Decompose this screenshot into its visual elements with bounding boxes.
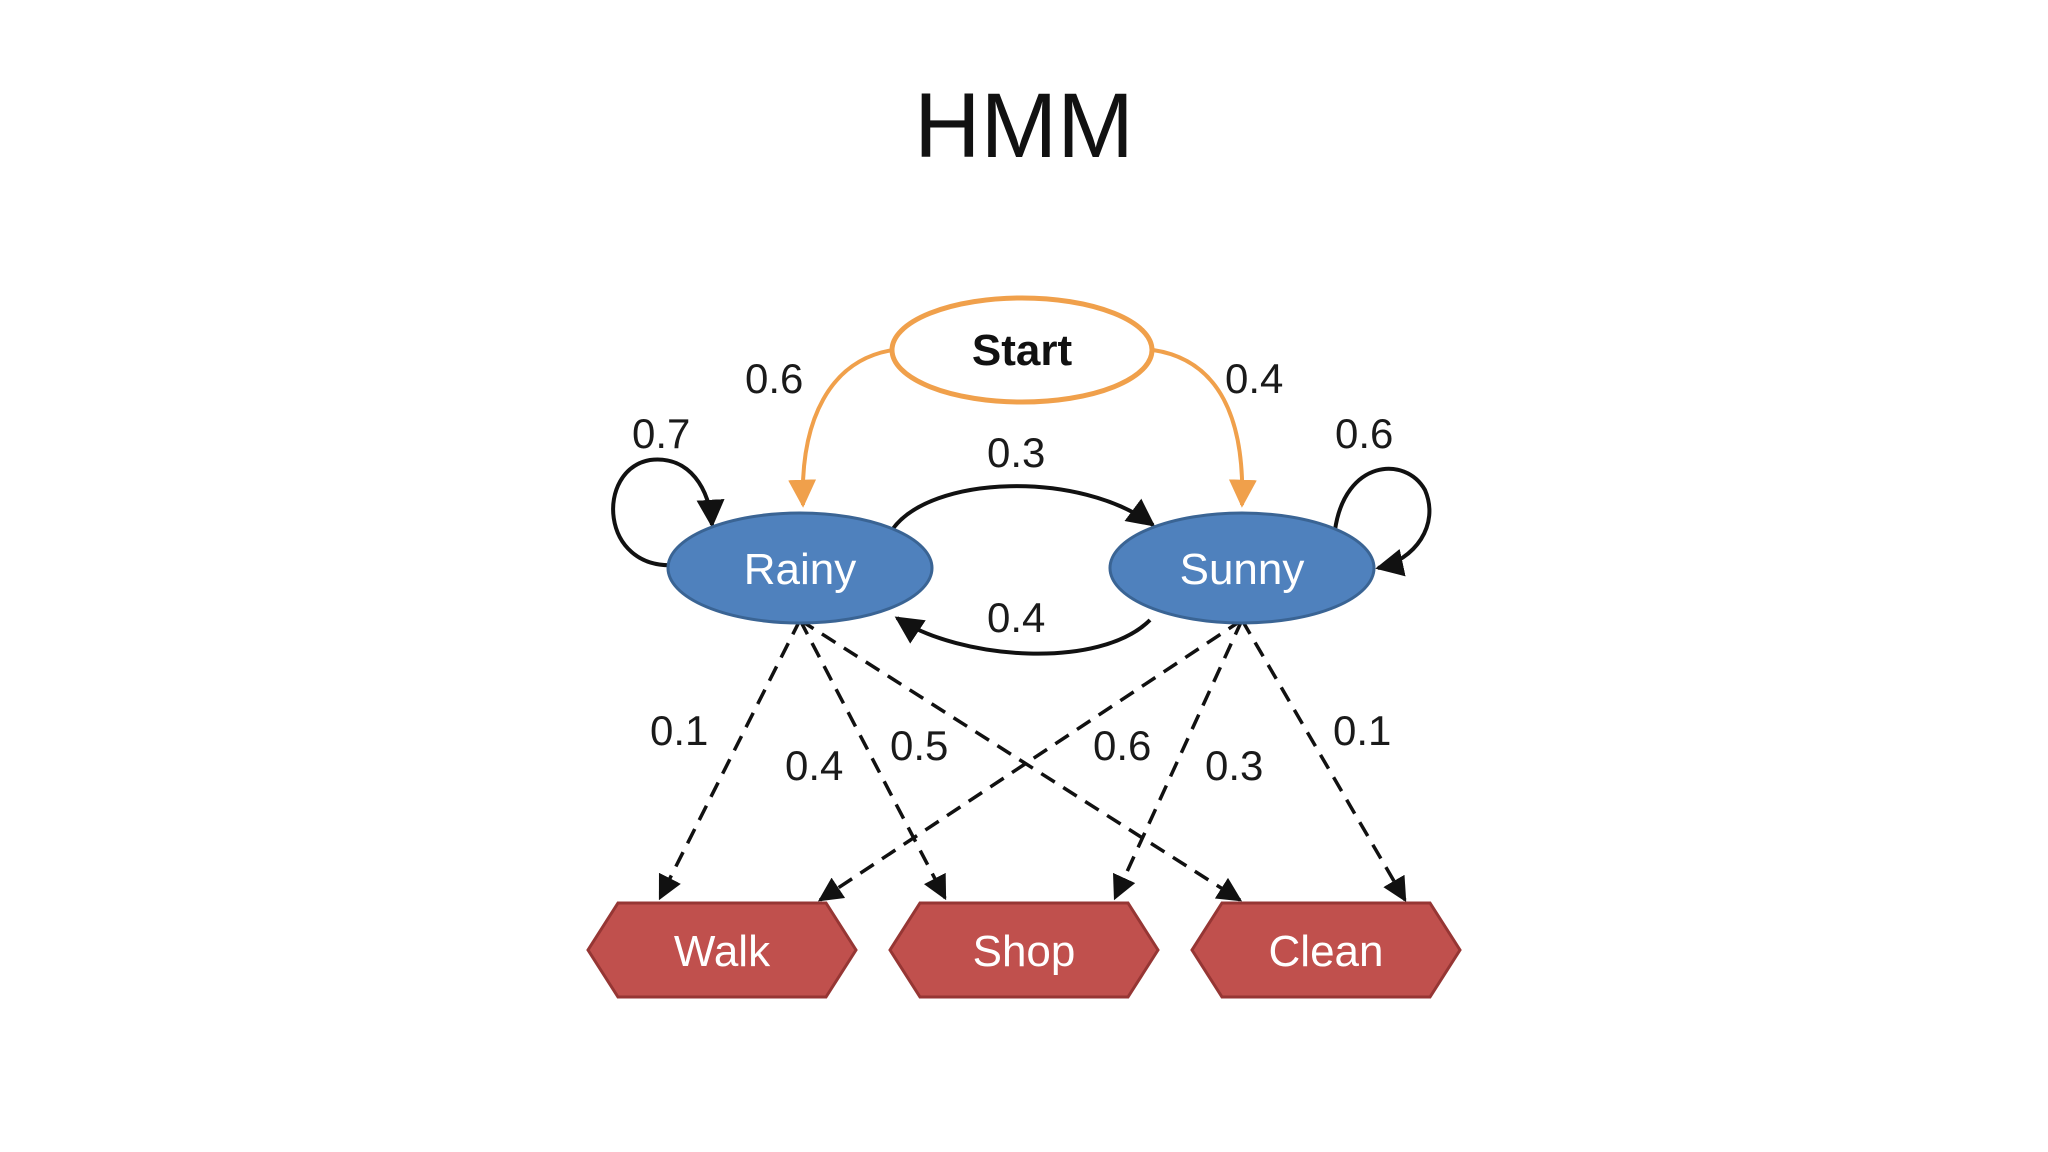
prob-rainy-sunny: 0.3 bbox=[987, 429, 1045, 476]
prob-rainy-shop: 0.4 bbox=[785, 742, 843, 789]
edge-start-sunny bbox=[1152, 348, 1257, 508]
node-sunny-label: Sunny bbox=[1180, 545, 1305, 594]
node-walk-label: Walk bbox=[674, 927, 771, 976]
node-start bbox=[889, 295, 1155, 405]
node-rainy bbox=[666, 511, 934, 625]
prob-rainy-clean: 0.5 bbox=[890, 722, 948, 769]
edge-rainy-shop bbox=[798, 619, 947, 901]
prob-rainy-rainy: 0.7 bbox=[632, 410, 690, 457]
node-clean-label: Clean bbox=[1269, 927, 1384, 976]
prob-sunny-clean: 0.1 bbox=[1333, 707, 1391, 754]
prob-start-sunny: 0.4 bbox=[1225, 355, 1283, 402]
edge-rainy-clean bbox=[799, 618, 1243, 902]
node-shop-label: Shop bbox=[973, 927, 1076, 976]
prob-sunny-walk: 0.6 bbox=[1093, 722, 1151, 769]
prob-sunny-sunny: 0.6 bbox=[1335, 410, 1393, 457]
edge-rainy-sunny bbox=[890, 484, 1156, 532]
prob-start-rainy: 0.6 bbox=[745, 355, 803, 402]
node-clean bbox=[1190, 901, 1462, 999]
node-shop bbox=[888, 901, 1160, 999]
node-rainy-label: Rainy bbox=[744, 545, 857, 594]
edge-start-rainy bbox=[788, 348, 894, 508]
node-sunny bbox=[1108, 511, 1376, 625]
edge-sunny-clean bbox=[1240, 619, 1407, 903]
edge-sunny-walk bbox=[817, 618, 1243, 902]
prob-sunny-shop: 0.3 bbox=[1205, 742, 1263, 789]
edge-rainy-rainy bbox=[611, 457, 725, 568]
node-walk bbox=[586, 901, 858, 999]
edge-sunny-rainy bbox=[894, 616, 1152, 656]
edge-sunny-sunny bbox=[1333, 466, 1432, 577]
node-start-label: Start bbox=[972, 326, 1073, 375]
prob-sunny-rainy: 0.4 bbox=[987, 594, 1045, 641]
prob-rainy-walk: 0.1 bbox=[650, 707, 708, 754]
slide-title: HMM bbox=[914, 75, 1134, 177]
edge-rainy-walk bbox=[658, 619, 802, 901]
